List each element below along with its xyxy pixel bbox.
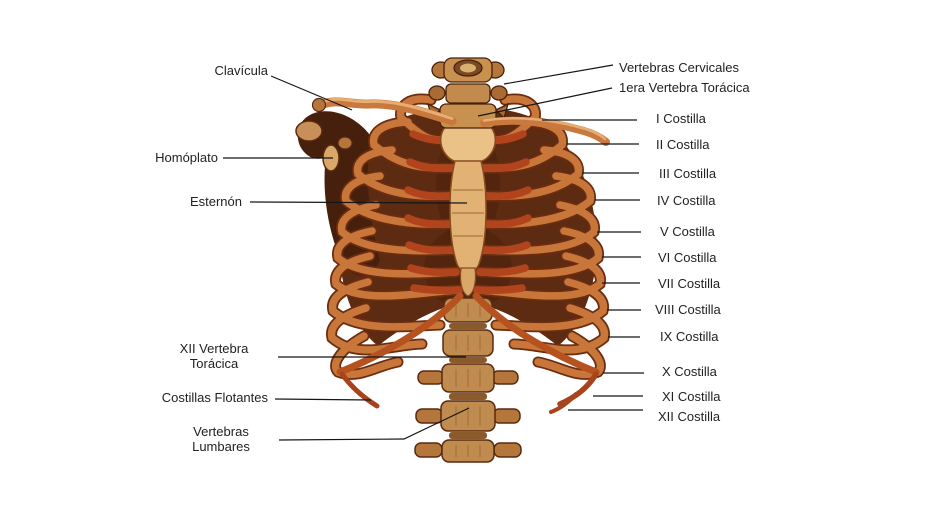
label-costilla-11: XI Costilla bbox=[662, 389, 721, 404]
label-costilla-7: VII Costilla bbox=[658, 276, 721, 291]
label-costilla-9: IX Costilla bbox=[660, 329, 719, 344]
label-clavicula: Clavícula bbox=[214, 63, 268, 78]
clavicles bbox=[311, 97, 610, 146]
label-vertebras-cervicales: Vertebras Cervicales bbox=[619, 60, 739, 75]
label-vertebras-lumbares: Vertebras Lumbares bbox=[192, 424, 250, 454]
ribs-left bbox=[326, 93, 465, 380]
label-costilla-10: X Costilla bbox=[662, 364, 717, 379]
sternum bbox=[440, 125, 496, 297]
label-costilla-2: II Costilla bbox=[656, 137, 710, 152]
label-costilla-8: VIII Costilla bbox=[655, 302, 721, 317]
leader-vertebras-cervicales bbox=[503, 64, 614, 85]
label-primera-vertebra-toracica: 1era Vertebra Torácica bbox=[619, 80, 750, 95]
leader-esternon bbox=[249, 201, 468, 204]
label-costilla-3: III Costilla bbox=[659, 166, 717, 181]
cervical-vertebrae bbox=[426, 57, 510, 129]
label-costillas-flotantes: Costillas Flotantes bbox=[161, 390, 268, 405]
leader-vertebras-lumbares bbox=[278, 407, 470, 441]
label-costilla-12: XII Costilla bbox=[658, 409, 721, 424]
leader-costillas-flotantes bbox=[274, 398, 372, 401]
label-homoplato: Homóplato bbox=[155, 150, 218, 165]
leader-primera-vertebra-toracica bbox=[477, 87, 613, 117]
costal-margin bbox=[336, 292, 600, 376]
label-esternon: Esternón bbox=[189, 194, 242, 209]
label-xii-vertebra-toracica: XII Vertebra Torácica bbox=[179, 341, 249, 371]
floating-ribs bbox=[339, 371, 599, 414]
label-costilla-6: VI Costilla bbox=[658, 250, 717, 265]
label-costilla-4: IV Costilla bbox=[657, 193, 716, 208]
leader-lines bbox=[223, 64, 644, 441]
label-costilla-1: I Costilla bbox=[656, 111, 706, 126]
label-costilla-5: V Costilla bbox=[660, 224, 715, 239]
leader-clavicula bbox=[270, 75, 353, 111]
